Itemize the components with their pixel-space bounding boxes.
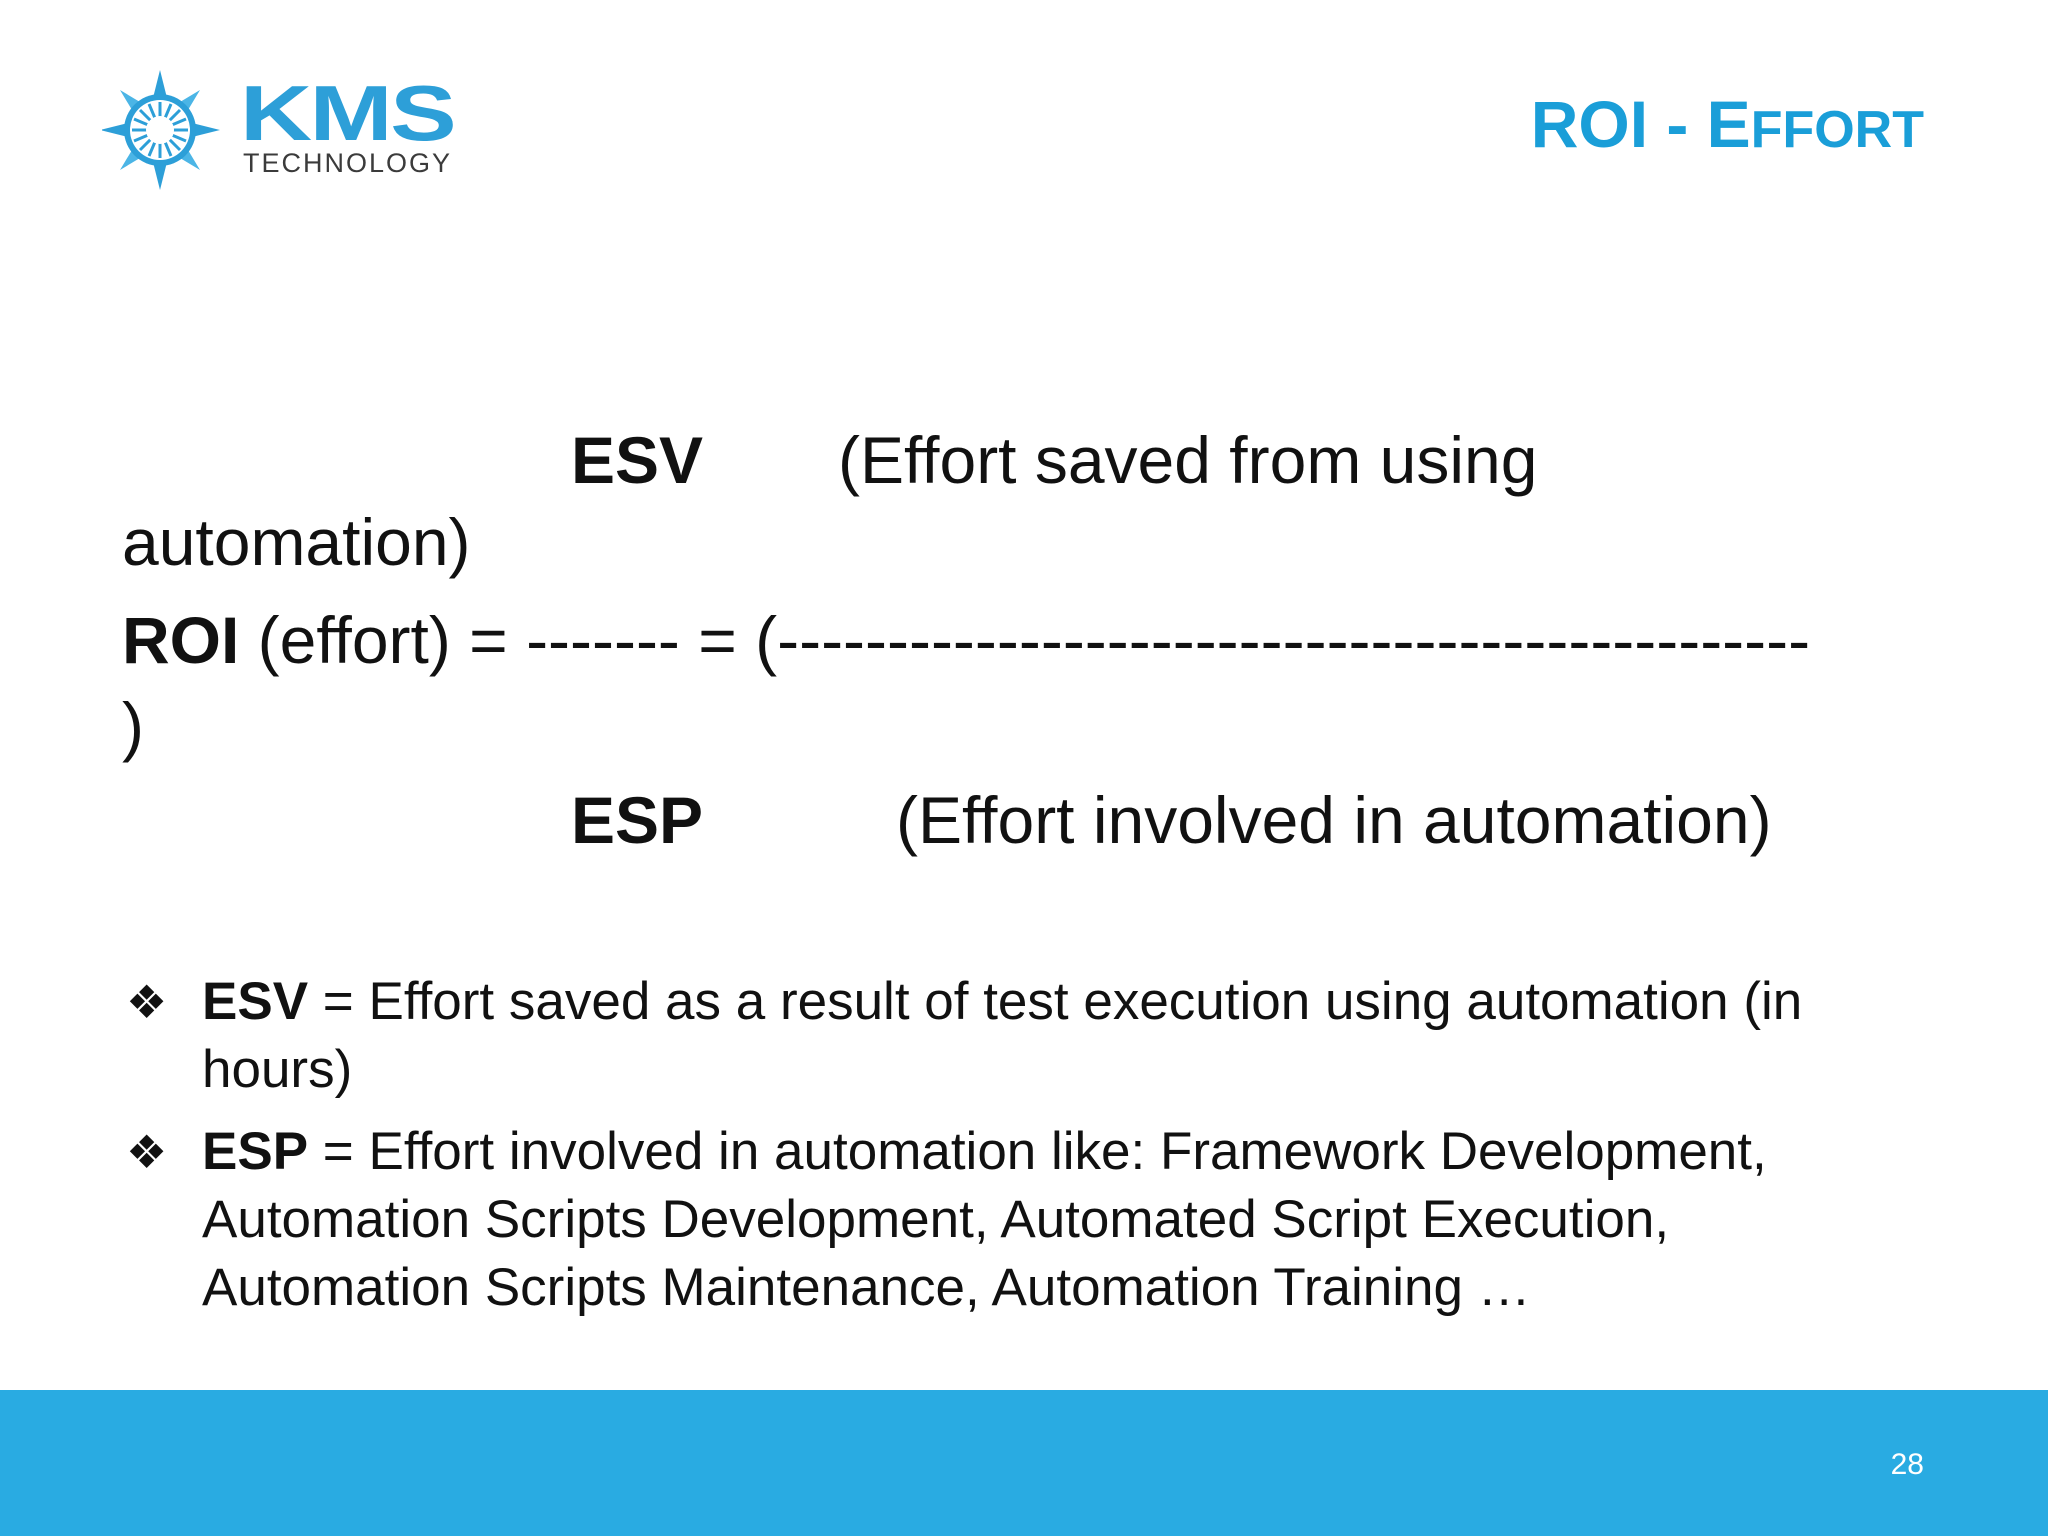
- title-part1: ROI - E: [1530, 87, 1751, 161]
- denominator-term: ESP: [571, 783, 704, 857]
- bullet-diamond-icon: ❖: [126, 976, 168, 1028]
- numerator-description: (Effort saved from using: [838, 423, 1538, 497]
- bullet-term: ESV: [202, 972, 309, 1031]
- footer-bar: [0, 1390, 2048, 1536]
- slide-title: ROI - EFFORT: [1531, 84, 1924, 170]
- page-number: 28: [1890, 1448, 1924, 1481]
- roi-formula-rest: (effort) = ------- = (------------------…: [239, 603, 1811, 677]
- formula-close-paren: ): [122, 689, 144, 763]
- bullet-text: = Effort involved in automation like: Fr…: [202, 1122, 1767, 1317]
- list-item-esp: ❖ ESP = Effort involved in automation li…: [122, 1118, 1922, 1322]
- bullet-text: = Effort saved as a result of test execu…: [202, 972, 1803, 1099]
- logo-subtitle: TECHNOLOGY: [243, 148, 453, 178]
- definition-list: ❖ ESV = Effort saved as a result of test…: [122, 968, 1922, 1336]
- numerator-term: ESV: [571, 423, 704, 497]
- list-item-esv: ❖ ESV = Effort saved as a result of test…: [122, 968, 1922, 1104]
- roi-formula-line: ROI (effort) = ------- = (--------------…: [122, 600, 1810, 680]
- title-part2: FFORT: [1750, 101, 1924, 159]
- bullet-term: ESP: [202, 1122, 309, 1181]
- company-logo: KMS TECHNOLOGY: [102, 68, 482, 196]
- bullet-diamond-icon: ❖: [126, 1126, 168, 1178]
- sunburst-logo-icon: [102, 70, 220, 190]
- logo-wordmark: KMS: [240, 69, 457, 157]
- roi-label: ROI: [122, 603, 240, 677]
- denominator-description: (Effort involved in automation): [896, 783, 1772, 857]
- numerator-description-continued: automation): [122, 505, 471, 579]
